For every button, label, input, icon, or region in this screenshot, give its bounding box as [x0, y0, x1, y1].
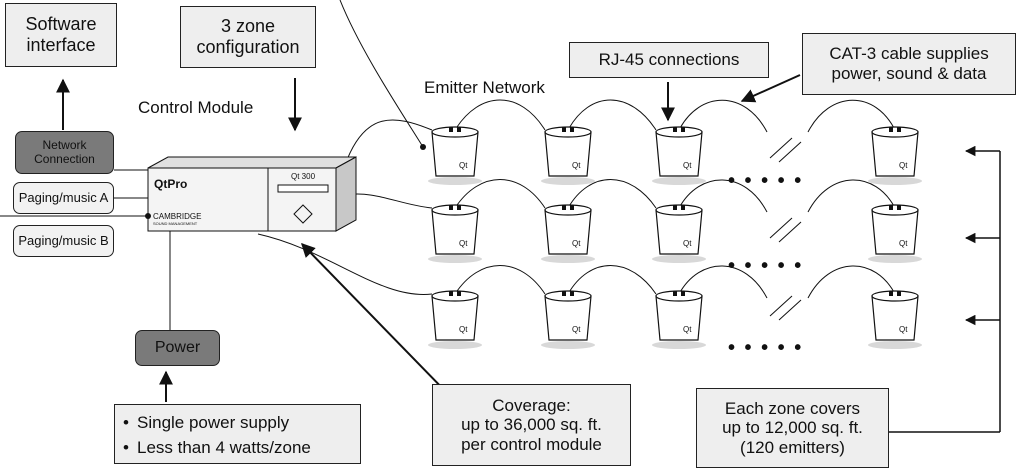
power-specs-box: •Single power supply •Less than 4 watts/… [114, 404, 361, 464]
device-model: Qt 300 [291, 172, 316, 181]
emitter: Qt [428, 204, 482, 263]
zone1-feed [344, 119, 433, 166]
paging-music-a-box: Paging/music A [13, 182, 114, 214]
zone3-feed [257, 233, 433, 295]
emitter-label: Qt [459, 161, 468, 170]
zone-arcs [454, 99, 896, 321]
emitter: Qt [652, 290, 706, 349]
emitter-label: Qt [899, 161, 908, 170]
emitter-label: Qt [572, 325, 581, 334]
power-spec-item: •Single power supply [123, 413, 290, 432]
coverage-box: Coverage: up to 36,000 sq. ft. per contr… [432, 384, 631, 466]
emitter: Qt [541, 290, 595, 349]
emitter-label: Qt [683, 161, 692, 170]
emitter-label: Qt [459, 239, 468, 248]
software-interface-box: Software interface [5, 3, 117, 67]
emitter-label: Qt [572, 161, 581, 170]
row2-ellipsis: • • • • • [728, 255, 804, 277]
zone-coverage-box: Each zone covers up to 12,000 sq. ft. (1… [696, 388, 889, 468]
device-maker-sub: SOUND MANAGEMENT [153, 221, 198, 226]
emitter: Qt [428, 126, 482, 185]
feed-line-top [339, 0, 424, 148]
emitter: Qt [868, 126, 922, 185]
emitter-label: Qt [899, 325, 908, 334]
emitter: Qt [868, 204, 922, 263]
emitter: Qt [652, 126, 706, 185]
emitter: Qt [652, 204, 706, 263]
rj45-box: RJ-45 connections [569, 42, 769, 78]
power-box: Power [135, 330, 220, 366]
arrow-coverage [301, 242, 451, 397]
row1-ellipsis: • • • • • [728, 170, 804, 192]
network-connection-box: Network Connection [15, 131, 114, 174]
zone2-feed [344, 193, 433, 209]
emitter: Qt [868, 290, 922, 349]
emitter-label: Qt [683, 239, 692, 248]
control-module-device [145, 156, 357, 232]
emitter: Qt [541, 204, 595, 263]
control-module-label: Control Module [138, 98, 254, 117]
device-maker: CAMBRIDGE [153, 212, 202, 221]
emitter: Qt [428, 290, 482, 349]
device-brand: QtPro [154, 177, 188, 191]
emitter-label: Qt [572, 239, 581, 248]
paging-music-b-box: Paging/music B [13, 225, 114, 257]
emitter: Qt [541, 126, 595, 185]
power-spec-item: •Less than 4 watts/zone [123, 438, 311, 457]
zone-configuration-box: 3 zone configuration [180, 6, 316, 68]
emitter-label: Qt [459, 325, 468, 334]
cat3-box: CAT-3 cable supplies power, sound & data [802, 33, 1016, 95]
emitter-network-label: Emitter Network [424, 78, 545, 97]
arrow-cat3 [740, 74, 801, 103]
emitter-label: Qt [899, 239, 908, 248]
zone-bracket [888, 145, 1001, 433]
emitter-label: Qt [683, 325, 692, 334]
row3-ellipsis: • • • • • [728, 337, 804, 359]
